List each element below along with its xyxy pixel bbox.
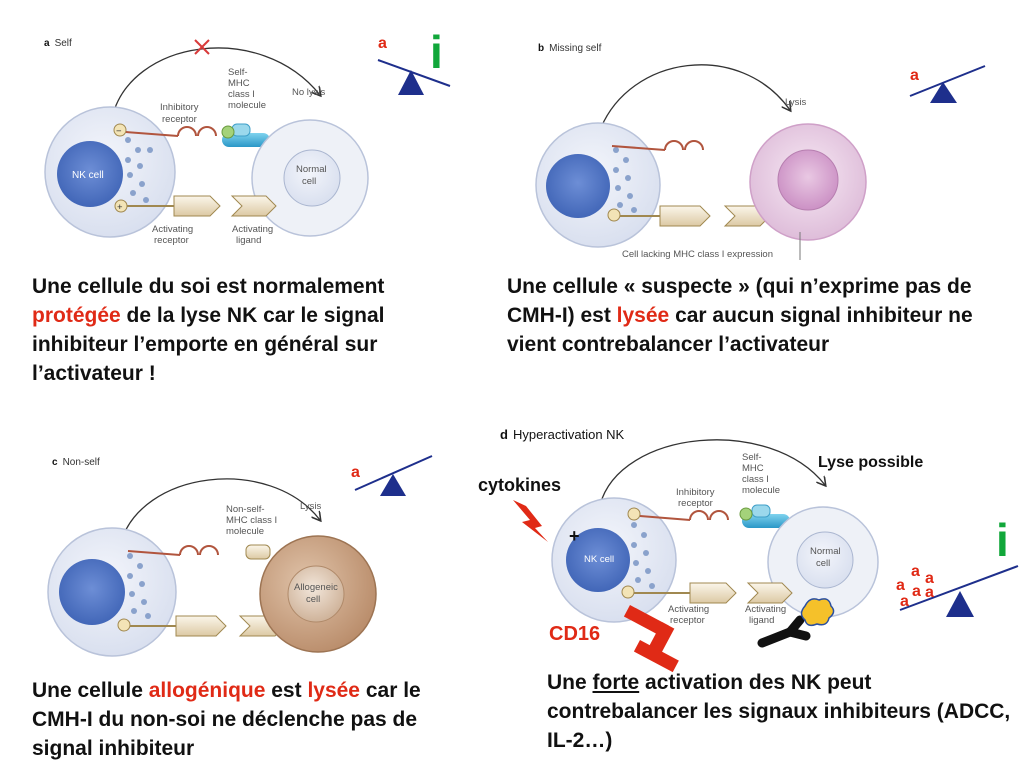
svg-text:a: a <box>900 593 909 610</box>
inhibitory-receptor-shape <box>664 140 704 151</box>
plus-signal-icon <box>117 618 131 632</box>
activating-receptor-shape <box>659 205 711 227</box>
svg-text:i: i <box>996 514 1009 566</box>
interaction-arrow <box>599 439 825 506</box>
granules <box>613 147 637 213</box>
nk-nucleus <box>57 141 123 207</box>
inhibitory-receptor-label: Inhibitory receptor <box>676 487 717 509</box>
svg-text:a: a <box>925 570 934 587</box>
activating-ligand-shape <box>230 195 277 217</box>
nk-nucleus <box>566 528 630 592</box>
activating-ligand-label: Activating ligand <box>745 604 789 626</box>
plus-signal-icon <box>621 585 635 599</box>
interaction-arrow <box>599 64 790 131</box>
activating-ligand-label: Activating ligand <box>232 224 276 246</box>
svg-text:a: a <box>896 577 905 594</box>
svg-text:a: a <box>910 67 919 84</box>
lysis-label: Lysis <box>300 501 322 512</box>
no-lysis-label: No lysis <box>292 87 326 98</box>
normal-cell-label: Normal cell <box>296 164 329 187</box>
allogeneic-cell-label: Allogeneic cell <box>294 582 340 605</box>
caption-panel-b: Une cellule « suspecte » (qui n’exprime … <box>507 275 973 356</box>
self-mhc-molecule <box>742 514 790 528</box>
balance-scale: a <box>909 65 986 103</box>
caption-panel-a: Une cellule du soi est normalement proté… <box>32 275 385 385</box>
inhibitory-receptor-shape <box>179 545 219 556</box>
caption-panel-d: Une forte activation des NK peut contreb… <box>547 671 1011 752</box>
activating-receptor-label: Activating receptor <box>152 224 196 246</box>
self-mhc-label: Self- MHC class I molecule <box>228 67 266 111</box>
inhibitory-receptor-shape <box>177 126 217 137</box>
activating-receptor-shape <box>689 582 737 604</box>
svg-text:a: a <box>911 563 920 580</box>
cd16-label: CD16 <box>549 623 600 645</box>
activating-ligand-shape <box>746 582 793 604</box>
activating-receptor-shape <box>173 195 221 217</box>
caption-panel-c: Une cellule allogénique est lysée car le… <box>32 679 421 760</box>
cd16-receptor-icon <box>623 605 679 673</box>
cell-lacking-mhc-label: Cell lacking MHC class I expression <box>622 249 773 260</box>
nk-nucleus <box>546 154 610 218</box>
self-mhc-molecule <box>222 133 270 147</box>
svg-text:−: − <box>116 126 122 137</box>
normal-cell-label: Normal cell <box>810 546 843 569</box>
nk-cell-label: NK cell <box>584 554 614 565</box>
blocked-x-icon <box>194 39 210 55</box>
interaction-arrow <box>119 478 320 546</box>
antigen-icon <box>800 598 835 627</box>
granules <box>631 522 655 589</box>
svg-text:+: + <box>117 202 123 213</box>
svg-text:a: a <box>378 35 387 52</box>
balance-scale: a i <box>377 26 451 95</box>
plus-signal-icon <box>607 208 621 222</box>
svg-text:a: a <box>351 464 360 481</box>
inhibitory-receptor-shape <box>689 510 729 521</box>
nonself-mhc-label: Non-self- MHC class I molecule <box>226 504 280 537</box>
inhibitory-receptor-label: Inhibitory receptor <box>160 102 201 125</box>
svg-text:a: a <box>912 583 921 600</box>
nk-cell-label: NK cell <box>72 170 104 181</box>
minus-signal-icon <box>627 507 641 521</box>
lysis-label: Lysis <box>785 97 807 108</box>
svg-text:i: i <box>430 26 443 78</box>
svg-text:a: a <box>925 584 934 601</box>
interaction-arrow <box>111 47 320 119</box>
granules <box>125 137 153 203</box>
nonself-mhc-molecule <box>245 544 271 560</box>
cytokines-label: cytokines <box>478 475 561 495</box>
lyse-possible-label: Lyse possible <box>818 454 923 471</box>
balance-scale: a a a a a a i <box>896 514 1019 617</box>
granules <box>127 553 151 619</box>
nk-nucleus <box>59 559 125 625</box>
activating-receptor-shape <box>175 615 227 637</box>
balance-scale: a <box>351 455 433 496</box>
minus-signal-icon <box>113 123 127 137</box>
antibody-icon <box>757 615 811 648</box>
plus-sign: + <box>569 526 580 546</box>
lightning-bolt-icon <box>513 500 548 542</box>
self-mhc-label: Self- MHC class I molecule <box>742 452 780 496</box>
activating-receptor-label: Activating receptor <box>668 604 712 626</box>
